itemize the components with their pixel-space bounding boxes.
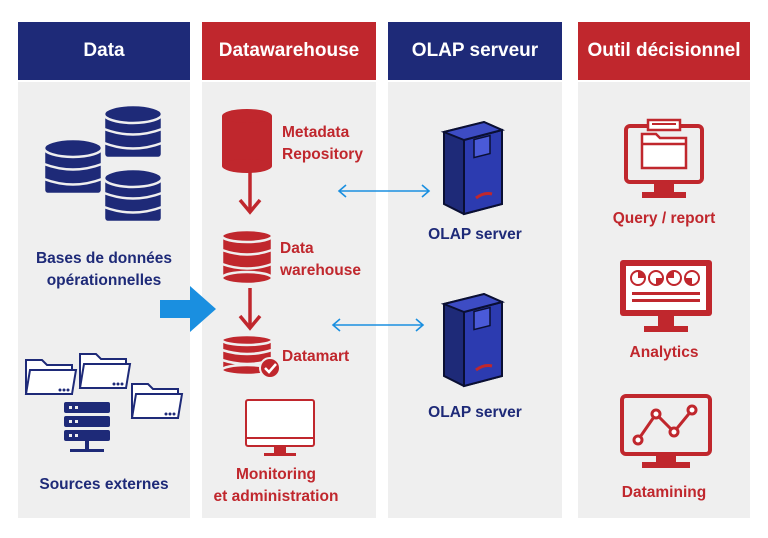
databases-label-line1: Bases de données [35,250,173,267]
analytics-label: Analytics [629,344,699,361]
databases-label-line2: opérationnelles [46,272,162,289]
metadata-repository-icon [222,109,272,173]
datamart-label: Datamart [282,348,350,365]
header-data: Data [18,22,190,80]
down-arrow-icon [238,172,262,215]
flow-arrow-icon [160,286,216,332]
warehouse-label-line2: warehouse [280,262,361,279]
monitoring-label-line1: Monitoring [235,466,317,483]
data-warehouse-icon [220,228,274,286]
databases-label: Bases de données opérationnelles [18,248,190,292]
double-arrow-icon [337,184,431,198]
query-report-label: Query / report [612,210,716,227]
query-report-icon [624,118,704,198]
external-sources-label: Sources externes [39,476,169,493]
olap-server-label-2: OLAP server [428,404,522,421]
datamining-icon [620,394,712,468]
database-stack-icon [42,103,164,224]
metadata-label-line1: Metadata [282,124,350,141]
down-arrow-icon [238,288,262,331]
analytics-icon [620,260,712,332]
datamining-label: Datamining [621,484,707,501]
header-olap: OLAP serveur [388,22,562,80]
folders-servers-icon [24,353,184,452]
metadata-label: Metadata Repository [282,122,363,166]
monitoring-label-line2: et administration [213,488,339,505]
olap-server-label-1: OLAP server [428,226,522,243]
double-arrow-icon [331,318,425,332]
header-outil: Outil décisionnel [578,22,750,80]
warehouse-label: Data warehouse [280,238,361,282]
server-tower-icon [440,120,506,216]
metadata-label-line2: Repository [282,146,363,163]
monitor-icon [245,399,315,456]
monitoring-label: Monitoring et administration [202,464,350,508]
header-datawarehouse: Datawarehouse [202,22,376,80]
server-tower-icon [440,292,506,388]
warehouse-label-line1: Data [280,240,314,257]
datamart-icon [220,333,281,379]
